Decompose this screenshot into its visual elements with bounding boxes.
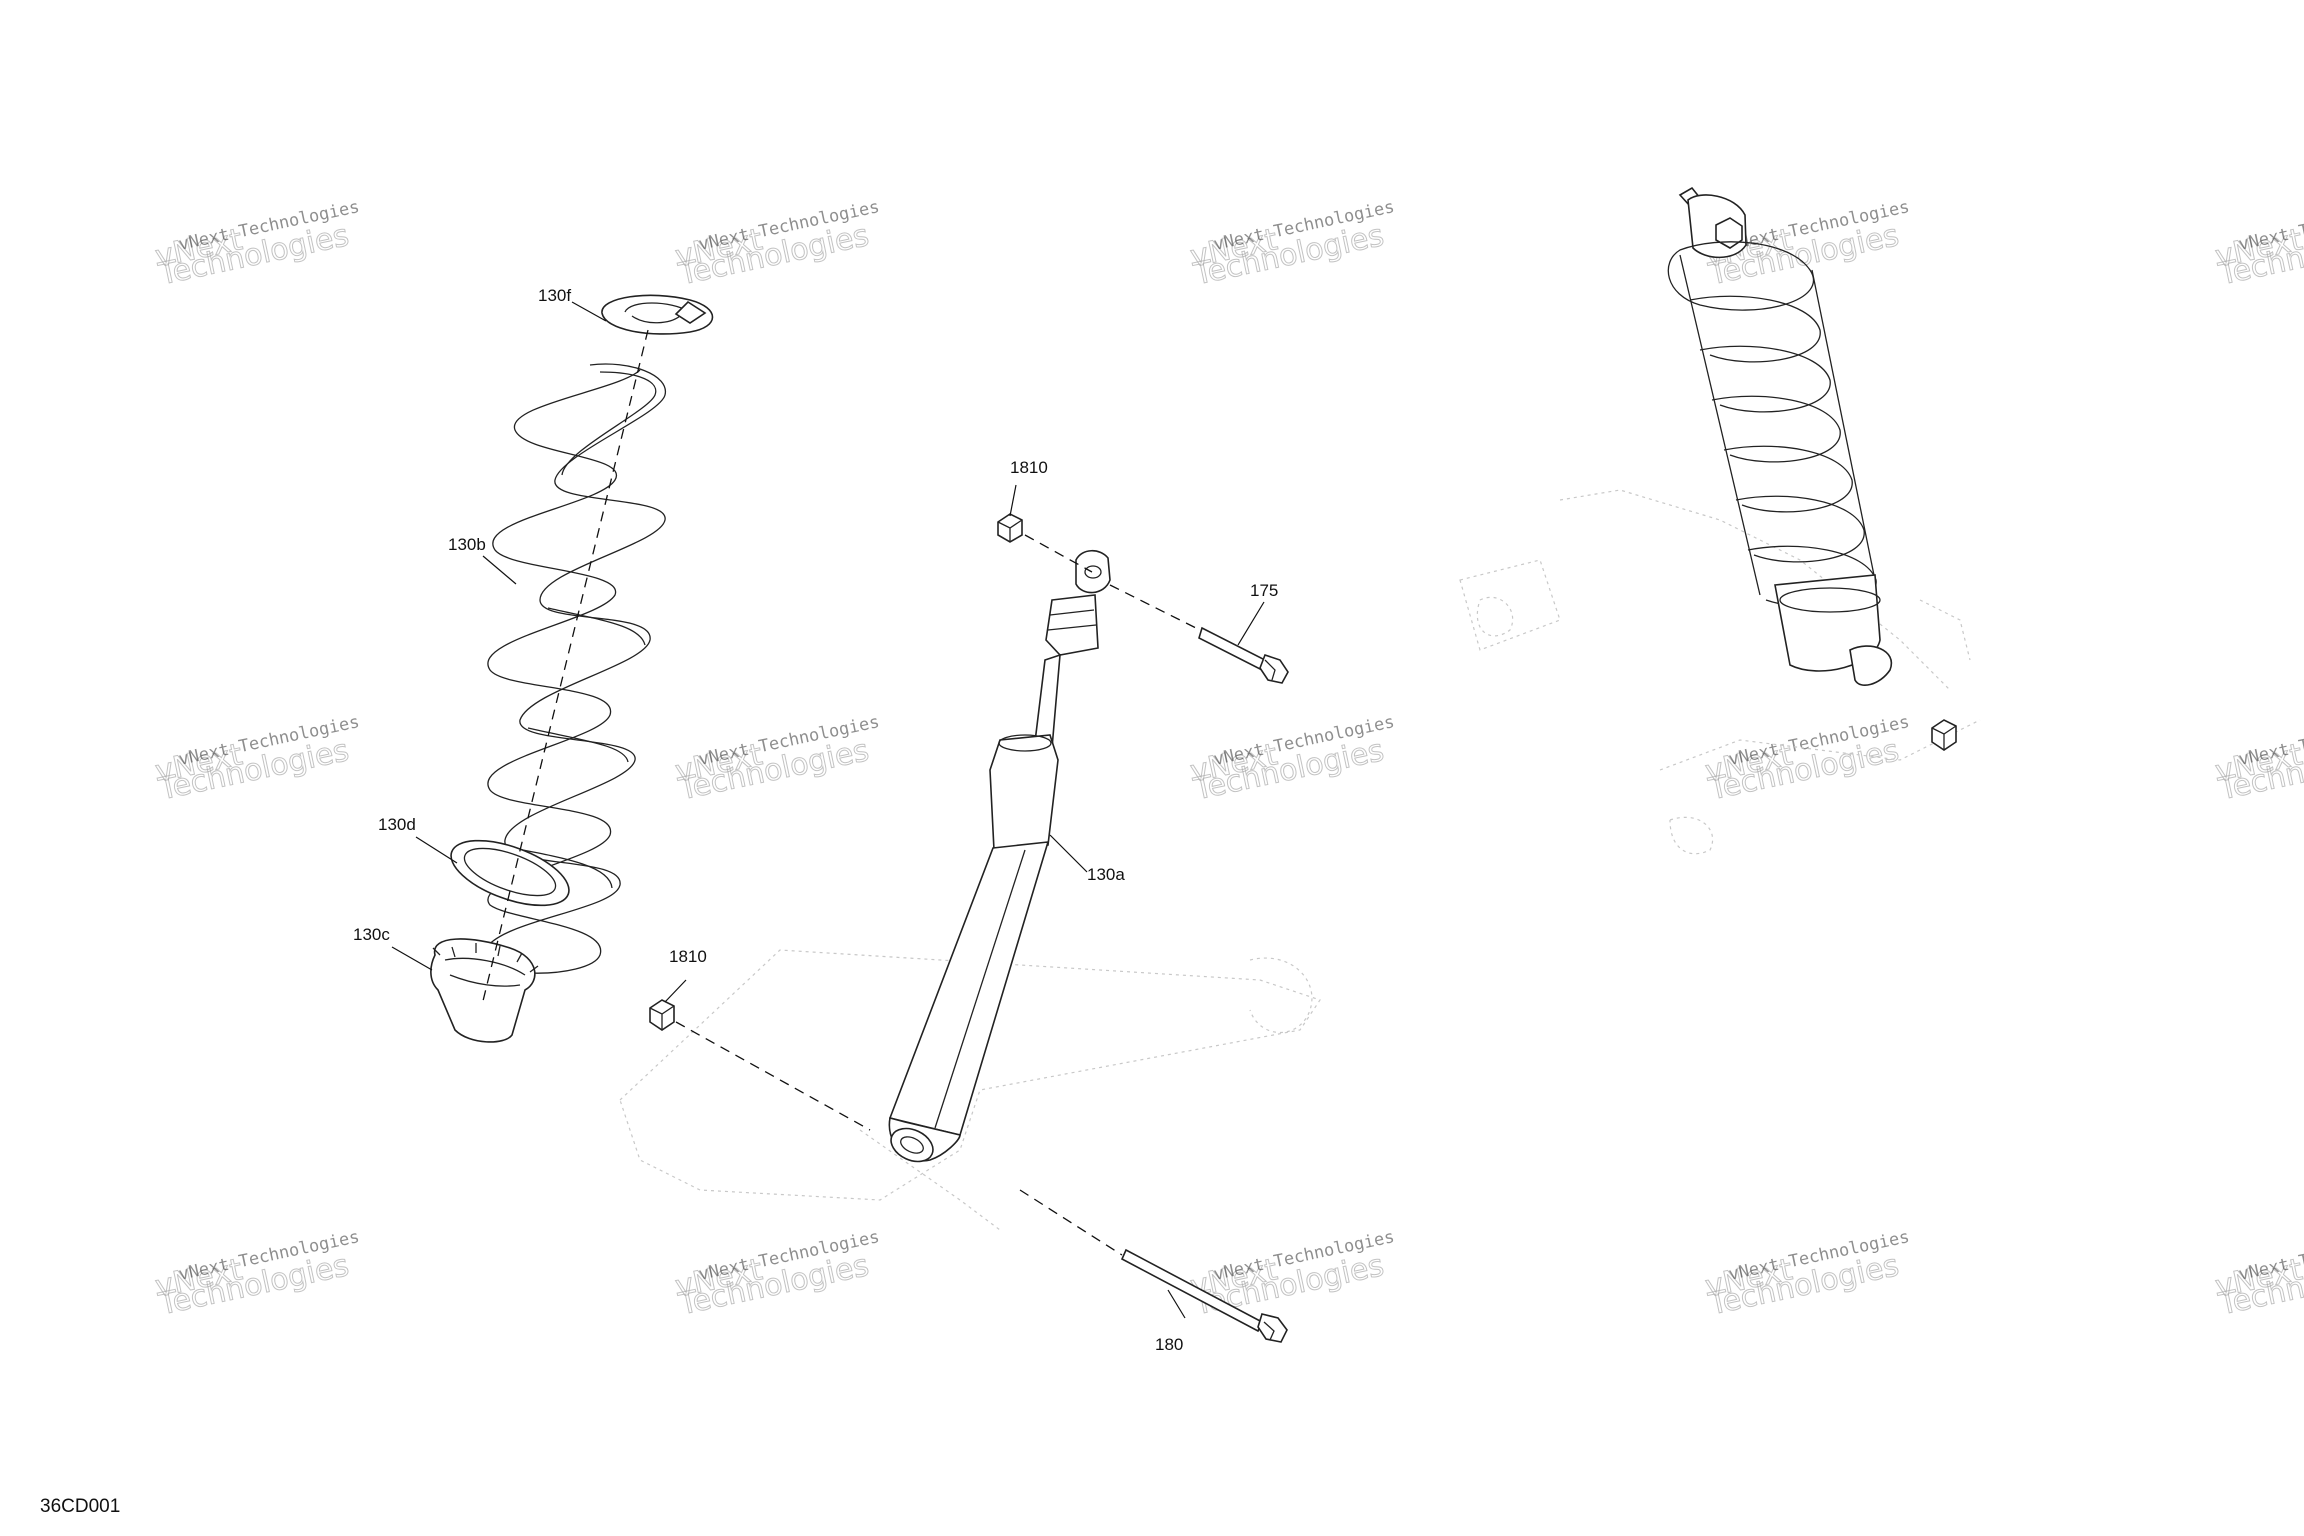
drawing-code: 36CD001 [40,1496,120,1517]
watermark: vNext vNext Technologies Technologies [152,1227,361,1323]
callout-130f: 130f [538,286,571,305]
watermark: vNext vNext Technologies Technologies [2212,712,2304,808]
shock-absorber-130a [888,549,1111,1163]
watermark: vNext vNext Technologies Technologies [2212,1227,2304,1323]
spring-retainer-130f [601,294,714,335]
washer-130d [450,839,570,907]
watermark: vNext vNext Technologies Technologies [1702,712,1911,808]
watermark: vNext vNext Technologies Technologies [672,1227,881,1323]
leader-lines [391,301,1265,1319]
callout-1810-upper: 1810 [1010,458,1048,477]
spring-collar-130c [430,938,539,1043]
nut-lower-1810 [649,999,675,1031]
callout-175: 175 [1250,581,1278,600]
callouts: 130f 130b 130d 130c 1810 1810 175 130a 1… [353,286,1278,1354]
bolt-180 [1120,1248,1288,1343]
callout-130a: 130a [1087,865,1125,884]
ghost-frame-right [1459,489,1981,855]
callout-180: 180 [1155,1335,1183,1354]
coil-spring-130b [483,363,666,974]
watermark: vNext vNext Technologies Technologies [1187,712,1396,808]
watermark: vNext vNext Technologies Technologies [2212,197,2304,293]
spring-stack-centerline [481,329,649,1006]
callout-1810-lower: 1810 [669,947,707,966]
watermark: vNext vNext Technologies Technologies [1187,197,1396,293]
assembly-lines [675,534,1201,1256]
watermark: vNext vNext Technologies Technologies [152,197,361,293]
watermark: vNext vNext Technologies Technologies [152,712,361,808]
watermarks: vNext vNext Technologies Technologies vN… [152,197,2304,1323]
watermark: vNext vNext Technologies Technologies [672,197,881,293]
callout-130d: 130d [378,815,416,834]
watermark: vNext vNext Technologies Technologies [672,712,881,808]
callout-130b: 130b [448,535,486,554]
watermark: vNext vNext Technologies Technologies [1702,1227,1911,1323]
bolt-175 [1198,626,1289,684]
callout-130c: 130c [353,925,390,944]
nut-upper-1810 [997,513,1023,543]
assembled-shock [1667,186,1957,751]
ghost-frame-lower [619,949,1321,1231]
